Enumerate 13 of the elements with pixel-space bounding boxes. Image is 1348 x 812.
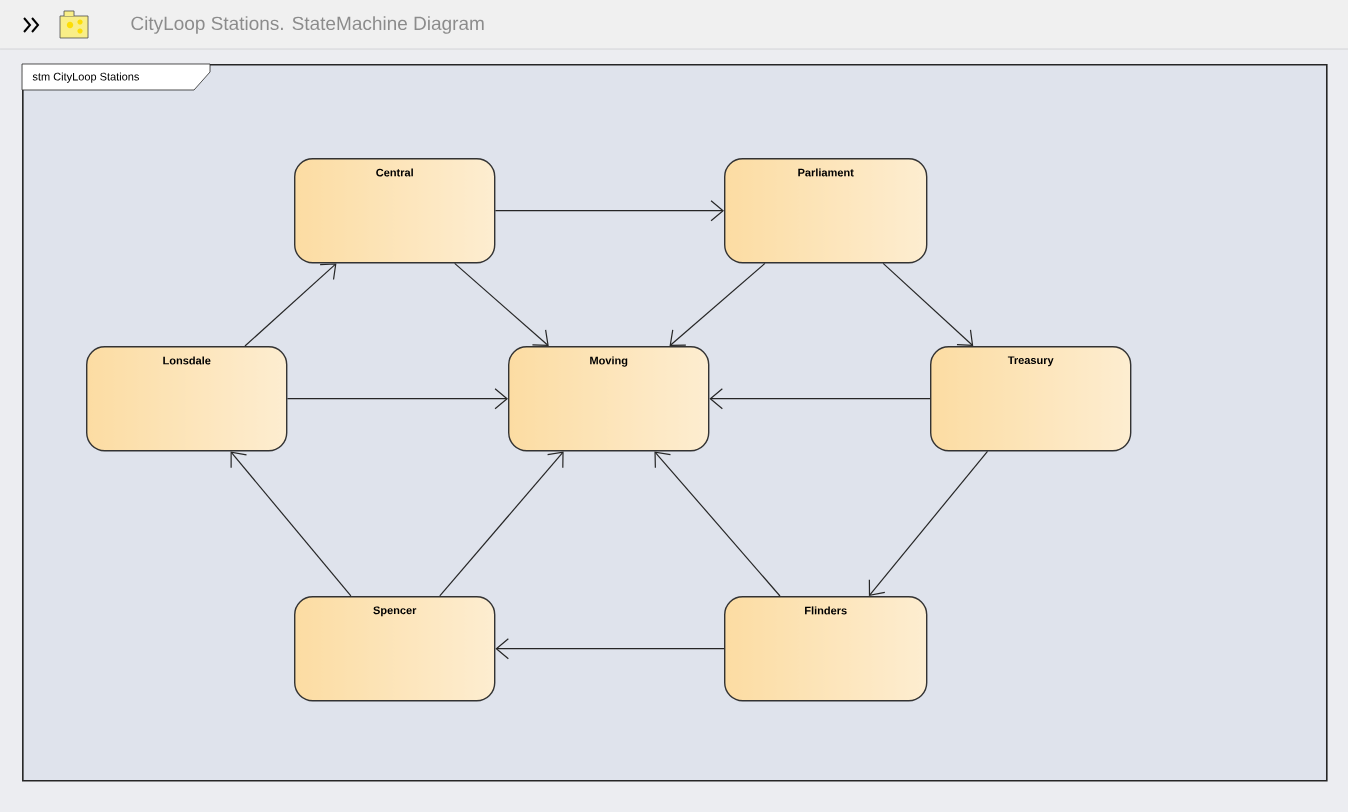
arrow xyxy=(709,388,931,410)
arrow xyxy=(230,451,352,597)
arrow xyxy=(654,451,781,597)
arrow xyxy=(882,262,974,346)
arrow xyxy=(454,262,549,346)
arrow xyxy=(494,200,724,222)
arrow xyxy=(868,450,989,596)
arrow xyxy=(286,388,508,410)
diagram-title: CityLoop Stations. StateMachine Diagram xyxy=(131,16,484,34)
arrow xyxy=(669,262,766,346)
arrow xyxy=(439,451,564,597)
arrow xyxy=(495,638,725,660)
arrow xyxy=(244,263,337,347)
